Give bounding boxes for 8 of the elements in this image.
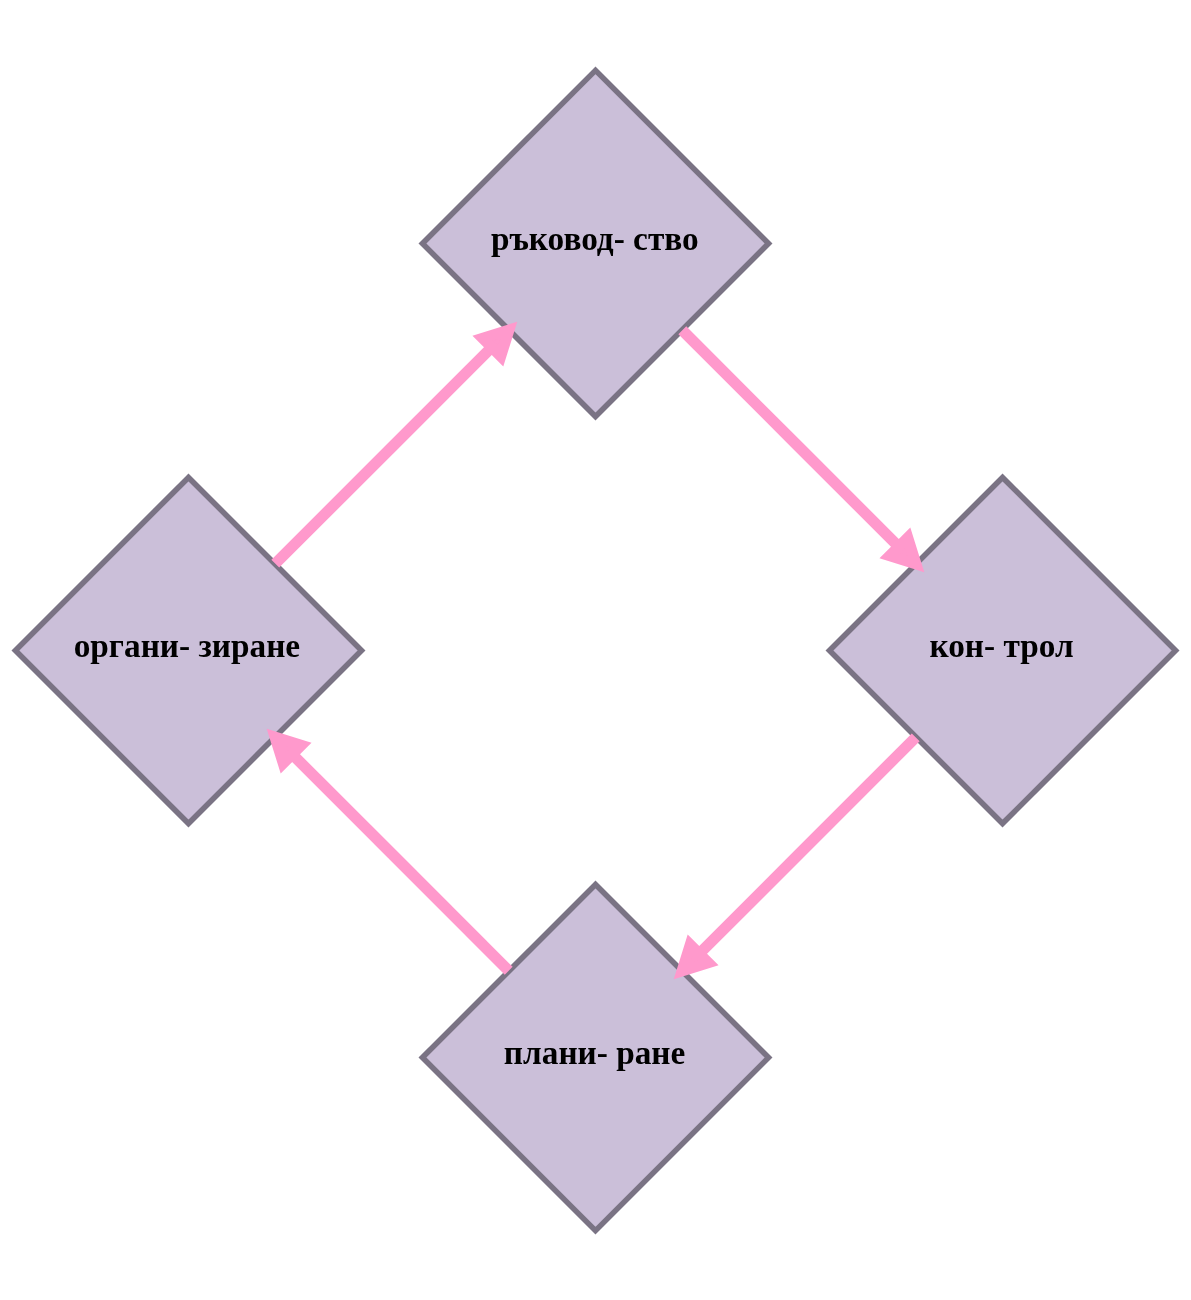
node-diamond: ръковод- ство bbox=[418, 65, 773, 420]
node-diamond: кон- трол bbox=[825, 473, 1180, 827]
arrow bbox=[266, 728, 513, 975]
arrow bbox=[678, 325, 925, 572]
node-diamond: плани- ране bbox=[418, 880, 773, 1235]
arrow bbox=[673, 732, 920, 979]
node-diamond: органи- зиране bbox=[11, 473, 366, 827]
arrow bbox=[271, 321, 518, 568]
